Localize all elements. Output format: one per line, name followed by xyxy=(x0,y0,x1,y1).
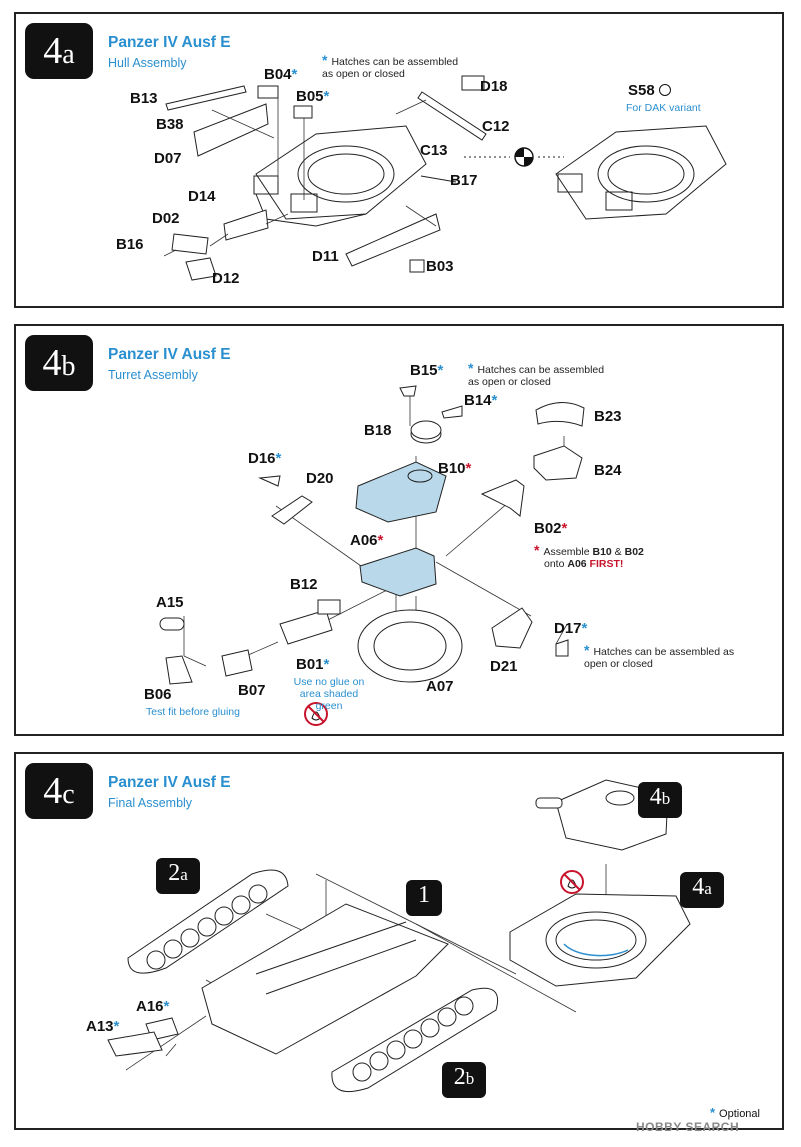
part-label-c12: C12 xyxy=(482,118,510,135)
part-label-b06: B06 xyxy=(144,686,172,703)
step-letter: a xyxy=(62,39,75,70)
road-wheel xyxy=(403,1029,423,1049)
hatch-note-4a: *Hatches can be assembled as open or clo… xyxy=(322,52,459,80)
part-label-b15: B15* xyxy=(410,362,444,379)
part-label-b04: B04* xyxy=(264,66,298,83)
part-label-b13: B13 xyxy=(130,90,158,107)
variant-note: For DAK variant xyxy=(626,102,701,114)
part-label-b01: B01* xyxy=(296,656,330,673)
step-number: 4 xyxy=(43,30,63,72)
road-wheel xyxy=(180,928,200,948)
part-label-d21: D21 xyxy=(490,658,518,675)
road-wheel xyxy=(352,1062,372,1082)
part-label-d12: D12 xyxy=(212,270,240,287)
part-label-d16: D16* xyxy=(248,450,282,467)
part-label-a06: A06* xyxy=(350,532,384,549)
part-label-b12: B12 xyxy=(290,576,318,593)
part-label-b17: B17 xyxy=(450,172,478,189)
part-label-d02: D02 xyxy=(152,210,180,227)
road-wheel xyxy=(214,906,234,926)
no-glue-icon xyxy=(304,702,328,726)
part-label-a15: A15 xyxy=(156,594,184,611)
part-label-d18: D18 xyxy=(480,78,508,95)
road-wheel xyxy=(420,1018,440,1038)
step-ref-1: 1 xyxy=(406,880,442,916)
hatch-note-4b-top: *Hatches can be assembled as open or clo… xyxy=(468,360,605,388)
road-wheel xyxy=(231,895,251,915)
no-glue-icon xyxy=(560,870,584,894)
part-label-b10: B10* xyxy=(438,460,472,477)
part-label-b07: B07 xyxy=(238,682,266,699)
step-title: Panzer IV Ausf E xyxy=(108,346,231,363)
part-label-b38: B38 xyxy=(156,116,184,133)
alternative-part-icon xyxy=(514,147,534,167)
crosshair-icon xyxy=(658,84,671,96)
part-label-b16: B16 xyxy=(116,236,144,253)
part-label-b05: B05* xyxy=(296,88,330,105)
hull-assembly-drawing xyxy=(163,75,727,281)
road-wheel xyxy=(437,1007,457,1027)
part-label-b18: B18 xyxy=(364,422,392,439)
road-wheel xyxy=(386,1040,406,1060)
road-wheel xyxy=(163,939,183,959)
part-label-d17: D17* xyxy=(554,620,588,637)
part-label-b03: B03 xyxy=(426,258,454,275)
step-subtitle: Hull Assembly xyxy=(108,56,187,70)
part-label-a13: A13* xyxy=(86,1018,120,1035)
part-label-d20: D20 xyxy=(306,470,334,487)
part-label-a16: A16* xyxy=(136,998,170,1015)
turret-assembly-drawing xyxy=(159,385,585,726)
road-wheel xyxy=(454,996,474,1016)
part-label-b14: B14* xyxy=(464,392,498,409)
part-label-b23: B23 xyxy=(594,408,622,425)
road-wheel xyxy=(248,884,268,904)
road-wheel xyxy=(369,1051,389,1071)
part-label-d11: D11 xyxy=(312,248,339,265)
road-wheel xyxy=(197,917,217,937)
no-glue-note: Use no glue on area shaded green xyxy=(293,676,365,712)
test-fit-note: Test fit before gluing xyxy=(146,706,240,718)
part-label-a07: A07 xyxy=(426,678,454,695)
part-label-d14: D14 xyxy=(188,188,216,205)
step-title: Panzer IV Ausf E xyxy=(108,34,231,51)
optional-legend: *Optional xyxy=(709,1105,760,1120)
part-label-b24: B24 xyxy=(594,462,622,479)
part-label-c13: C13 xyxy=(420,142,448,159)
road-wheel xyxy=(146,950,166,970)
watermark: HOBBY SEARCH xyxy=(636,1120,740,1134)
step-subtitle: Turret Assembly xyxy=(108,368,198,382)
step-title: Panzer IV Ausf E xyxy=(108,774,231,791)
step-subtitle: Final Assembly xyxy=(108,796,193,810)
hatch-note-4b-right: *Hatches can be assembled as open or clo… xyxy=(584,642,735,670)
part-label-s58: S58 xyxy=(628,82,671,99)
final-assembly-drawing xyxy=(107,779,691,1092)
part-label-d07: D07 xyxy=(154,150,182,167)
part-label-b02: B02* xyxy=(534,520,568,537)
